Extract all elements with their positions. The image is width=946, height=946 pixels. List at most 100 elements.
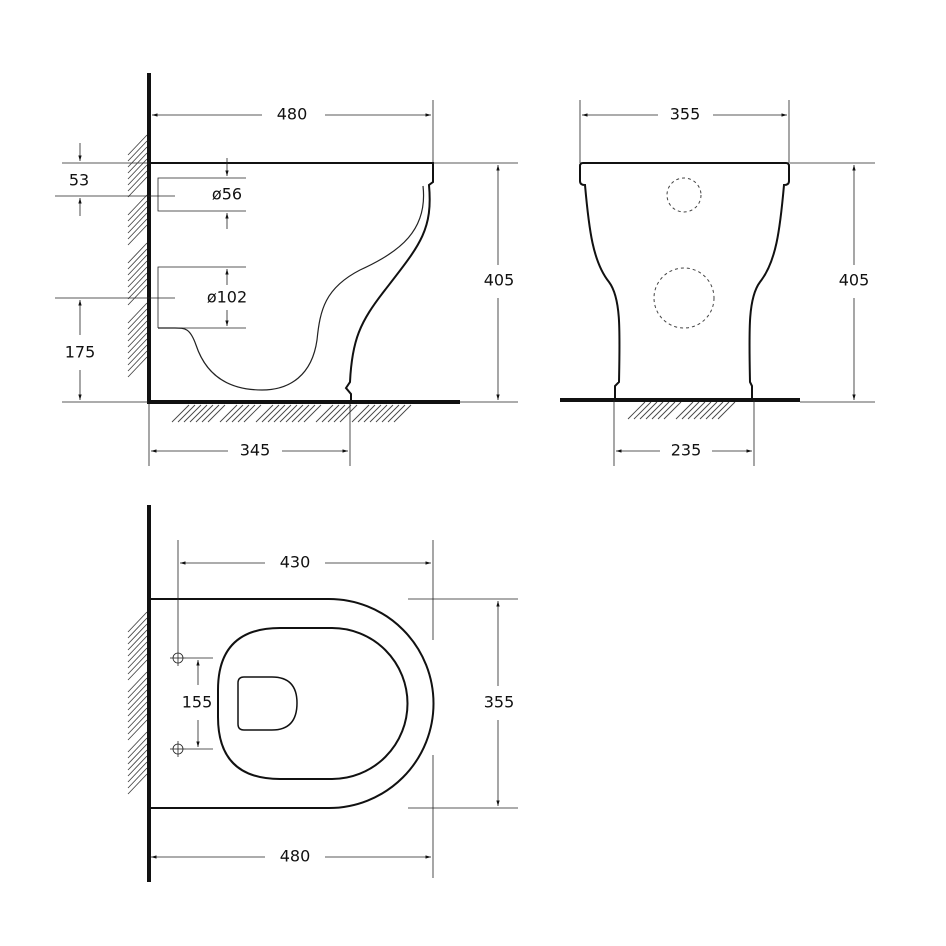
outlet-pipe (157, 266, 246, 328)
hatch-line (267, 404, 286, 423)
hatch-line (127, 683, 148, 705)
hatch-line (127, 767, 148, 789)
hatch-line (705, 401, 724, 420)
hatch-line (127, 218, 148, 240)
dim-side-height: 405 (484, 271, 515, 290)
hatch-line (333, 404, 352, 423)
hatch-line (633, 401, 652, 420)
inlet-pipe (157, 177, 176, 212)
floor-hatching (171, 404, 412, 423)
hatch-line (261, 404, 280, 423)
hatch-line (183, 404, 202, 423)
hatch-line (189, 404, 208, 423)
hatch-line (127, 206, 148, 228)
hatch-line (127, 743, 148, 765)
hatch-line (127, 635, 148, 657)
dim-front-width: 355 (670, 105, 701, 124)
hatch-line (627, 401, 646, 420)
hatch-line (127, 629, 148, 651)
hatch-line (207, 404, 226, 423)
hatch-line (127, 314, 148, 336)
hatch-line (127, 653, 148, 675)
hatch-line (127, 302, 148, 324)
hatch-line (273, 404, 292, 423)
wall-hatching (127, 611, 148, 795)
hatch-line (357, 404, 376, 423)
hatch-line (127, 773, 148, 795)
side-view: 480 405 53 ø56 ø102 175 345 (55, 73, 518, 466)
hatch-line (195, 404, 214, 423)
hatch-line (321, 404, 340, 423)
hatch-line (279, 404, 298, 423)
outlet-circle (653, 267, 715, 329)
hatch-line (127, 248, 148, 270)
hatch-line (127, 212, 148, 234)
dim-side-width: 480 (277, 105, 308, 124)
hatch-line (127, 338, 148, 360)
hatch-line (127, 707, 148, 729)
hatch-line (351, 404, 370, 423)
hatch-line (127, 611, 148, 633)
dim-top-width: 355 (484, 693, 515, 712)
hatch-line (127, 701, 148, 723)
hatch-line (327, 404, 346, 423)
hatch-line (127, 671, 148, 693)
hatch-line (127, 272, 148, 294)
hatch-line (127, 194, 148, 216)
hatch-line (127, 749, 148, 771)
hatch-line (315, 404, 334, 423)
hatch-line (127, 146, 148, 168)
hatch-line (127, 761, 148, 783)
hatch-line (127, 164, 148, 186)
bowl-opening (237, 676, 298, 731)
hatch-line (127, 356, 148, 378)
dim-wall-to-foot: 345 (240, 441, 271, 460)
floor-hatching (627, 401, 736, 420)
dim-outlet-diameter: ø102 (207, 288, 247, 307)
hatch-line (127, 659, 148, 681)
hatch-line (201, 404, 220, 423)
hatch-line (127, 266, 148, 288)
hatch-line (657, 401, 676, 420)
hatch-line (127, 170, 148, 192)
hatch-line (127, 713, 148, 735)
hatch-line (127, 332, 148, 354)
hatch-line (297, 404, 316, 423)
fixing-hole-top (170, 650, 186, 666)
hatch-line (339, 404, 358, 423)
hatch-line (127, 254, 148, 276)
hatch-line (243, 404, 262, 423)
toilet-side-inner-curve (158, 185, 425, 391)
hatch-line (127, 689, 148, 711)
hatch-line (693, 401, 712, 420)
hatch-line (127, 731, 148, 753)
hatch-line (219, 404, 238, 423)
front-view: 355 405 235 (560, 100, 875, 466)
hatch-line (127, 344, 148, 366)
hatch-line (127, 176, 148, 198)
hatch-line (171, 404, 190, 423)
hatch-line (375, 404, 394, 423)
hatch-line (303, 404, 322, 423)
hatch-line (225, 404, 244, 423)
hatch-line (675, 401, 694, 420)
dim-fixing-hole-spacing: 155 (182, 693, 213, 712)
hatch-line (127, 326, 148, 348)
hatch-line (127, 140, 148, 162)
hatch-line (127, 677, 148, 699)
hatch-line (363, 404, 382, 423)
hatch-line (645, 401, 664, 420)
hatch-line (127, 755, 148, 777)
hatch-line (231, 404, 250, 423)
hatch-line (651, 401, 670, 420)
hatch-line (127, 623, 148, 645)
toilet-top-outline (149, 598, 435, 809)
hatch-line (663, 401, 682, 420)
hatch-line (639, 401, 658, 420)
dim-foot-width: 235 (671, 441, 702, 460)
hatch-line (127, 350, 148, 372)
hatch-line (237, 404, 256, 423)
toilet-front-outline (579, 162, 790, 400)
